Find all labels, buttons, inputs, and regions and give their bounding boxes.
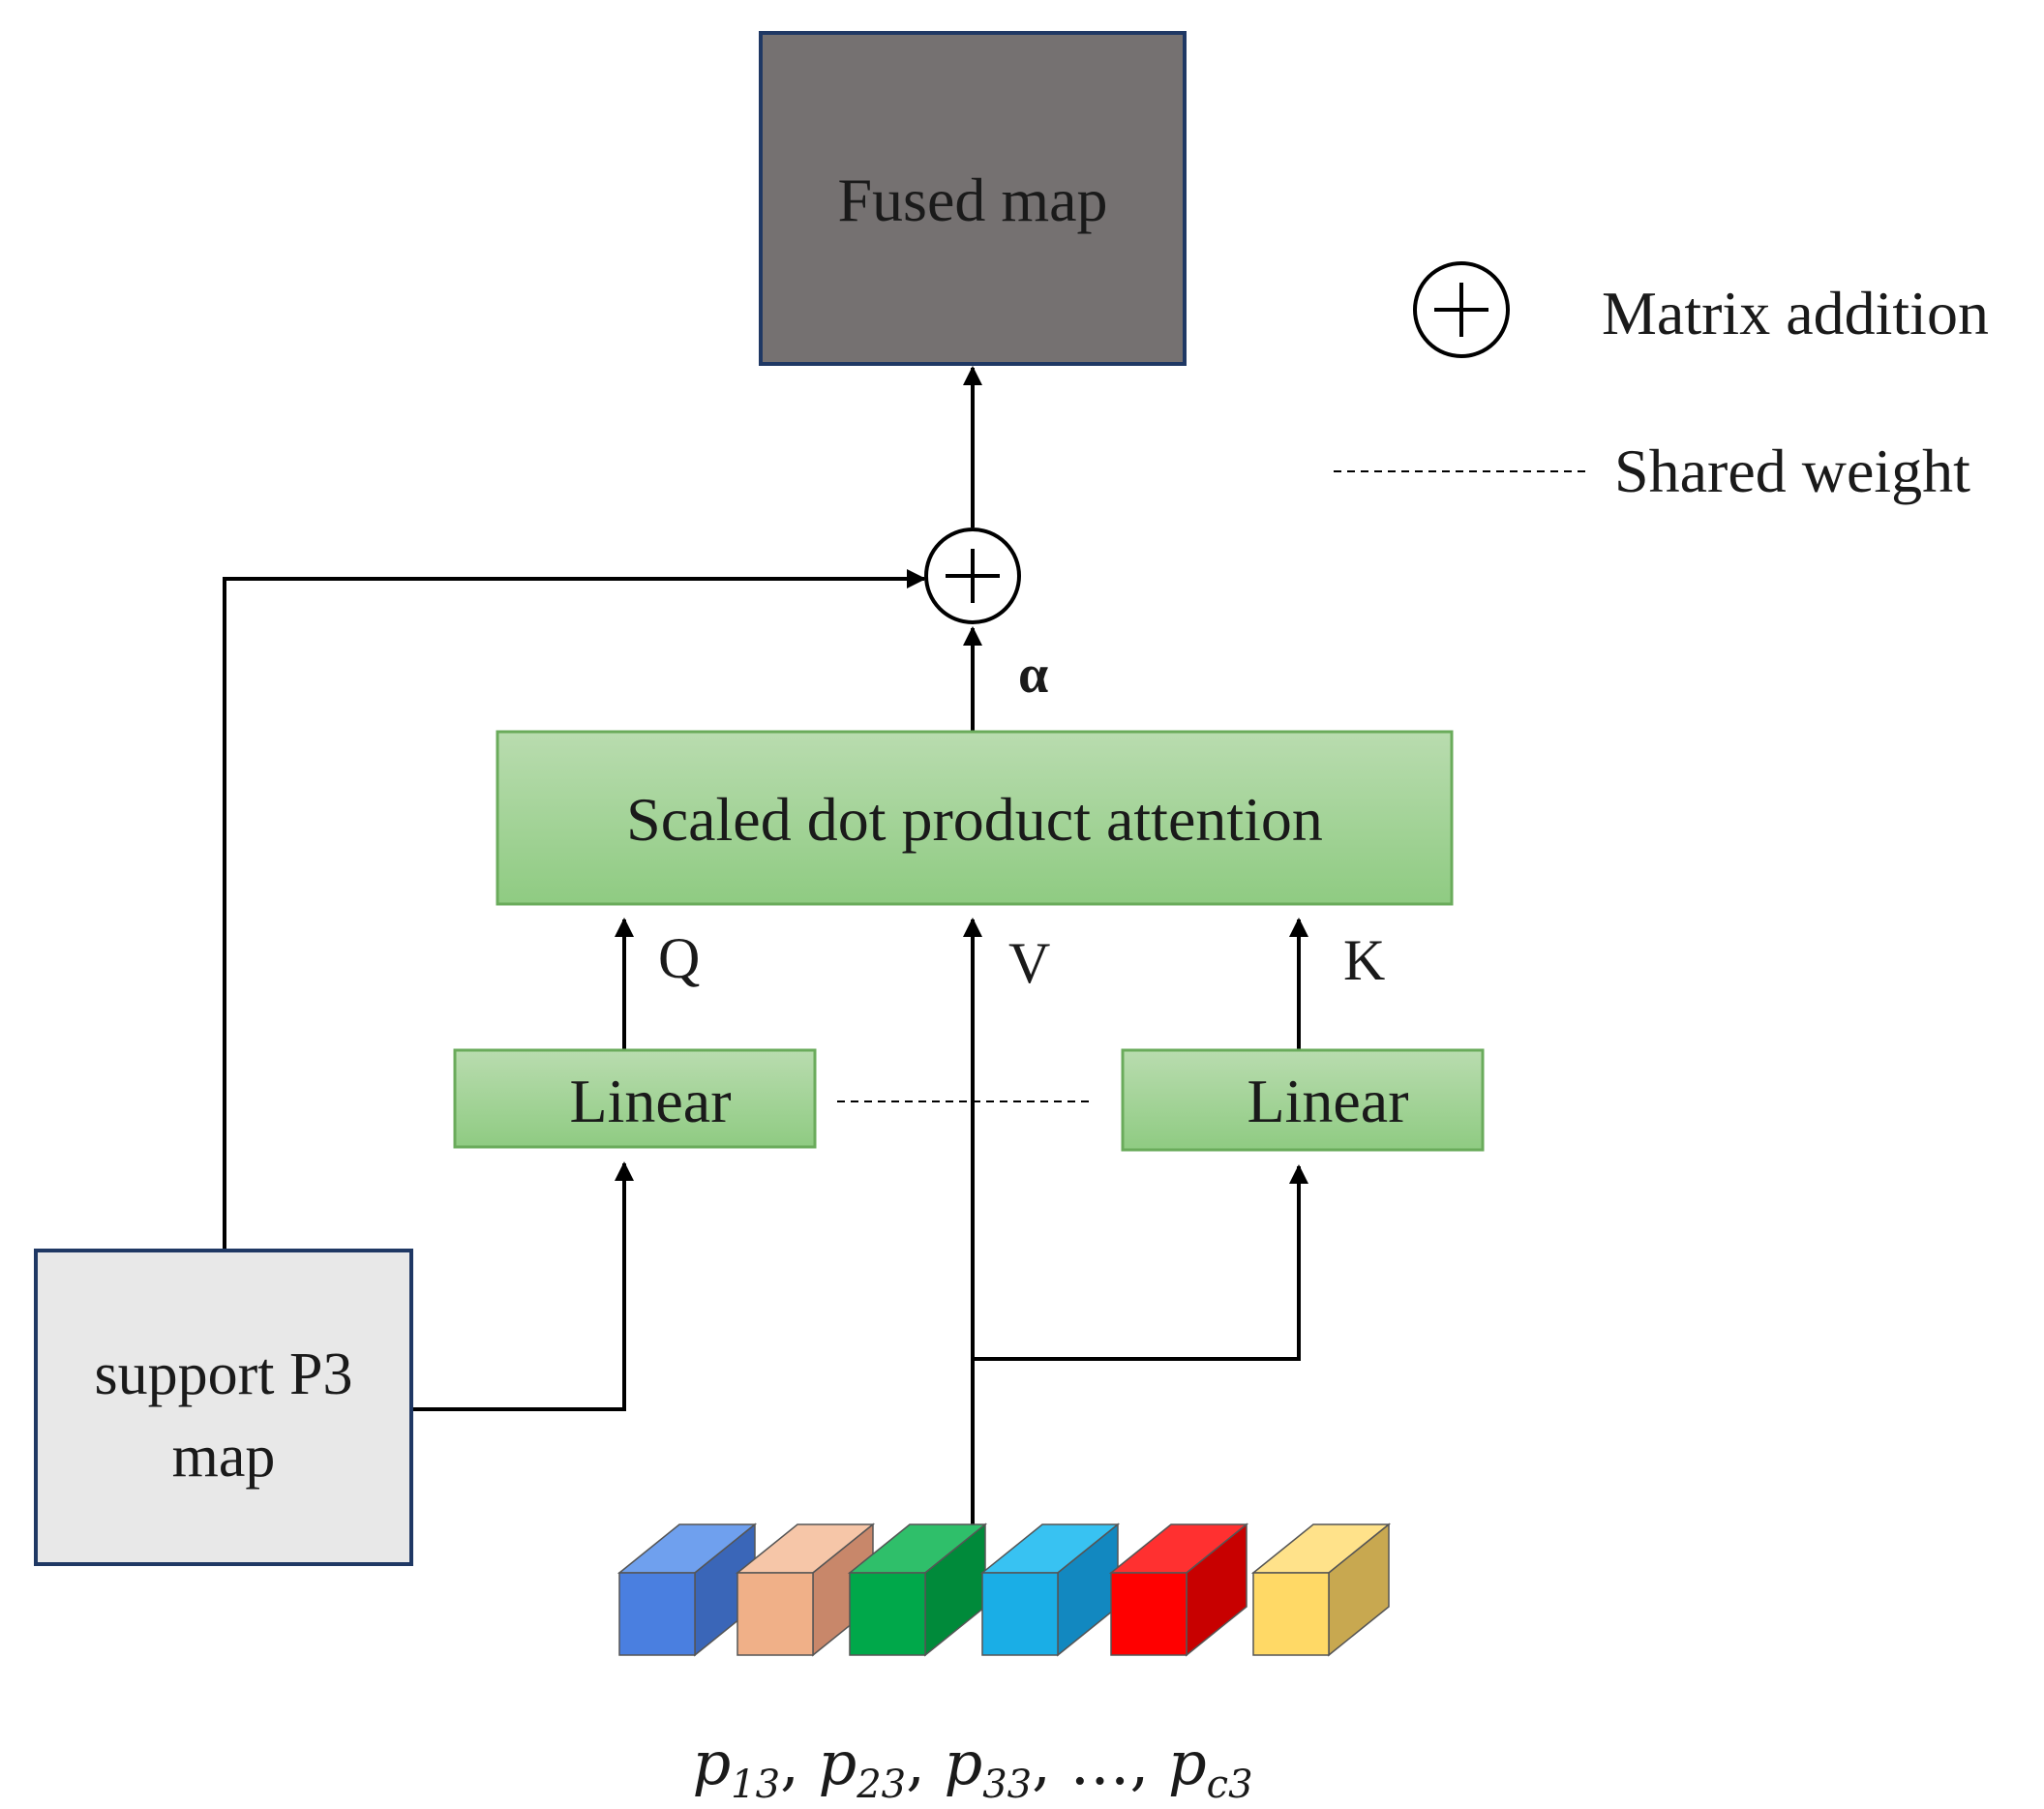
prototype-cube — [847, 1523, 988, 1657]
linear-right-label: Linear — [1247, 1067, 1409, 1135]
legend-addition-label: Matrix addition — [1602, 279, 1989, 347]
linear-right-node: Linear — [1121, 1048, 1485, 1152]
prototype-cube — [735, 1523, 876, 1657]
q-label: Q — [658, 926, 700, 990]
prototype-cube — [616, 1523, 758, 1657]
support-label-line2: map — [172, 1424, 276, 1490]
prototype-cube — [979, 1523, 1121, 1657]
linear-left-label: Linear — [570, 1067, 732, 1135]
prototype-cubes — [616, 1523, 1392, 1657]
arrow-support-to-linear — [411, 1161, 634, 1411]
matrix-addition-node — [924, 528, 1021, 624]
attention-node: Scaled dot product attention — [496, 730, 1454, 906]
fused-map-node: Fused map — [759, 31, 1187, 366]
legend-addition-icon — [1413, 261, 1510, 358]
prototype-label: p13, p23, p33, …, pc3 — [692, 1728, 1252, 1807]
linear-left-node: Linear — [453, 1048, 817, 1149]
support-p3-map-node: support P3 map — [34, 1249, 413, 1566]
prototype-cube — [1108, 1523, 1249, 1657]
attention-label: Scaled dot product attention — [626, 785, 1323, 854]
prototype-cube — [1250, 1523, 1392, 1657]
v-label: V — [1008, 931, 1050, 995]
k-label: K — [1343, 928, 1385, 992]
legend: Matrix addition Shared weight — [1334, 261, 1989, 505]
support-label-line1: support P3 — [95, 1342, 353, 1407]
legend-shared-weight-label: Shared weight — [1614, 437, 1970, 505]
alpha-label: α — [1018, 645, 1048, 705]
fused-map-label: Fused map — [837, 166, 1107, 234]
arrow-prototypes-to-linear — [973, 1164, 1308, 1361]
skip-connection-arrow — [223, 569, 926, 1249]
